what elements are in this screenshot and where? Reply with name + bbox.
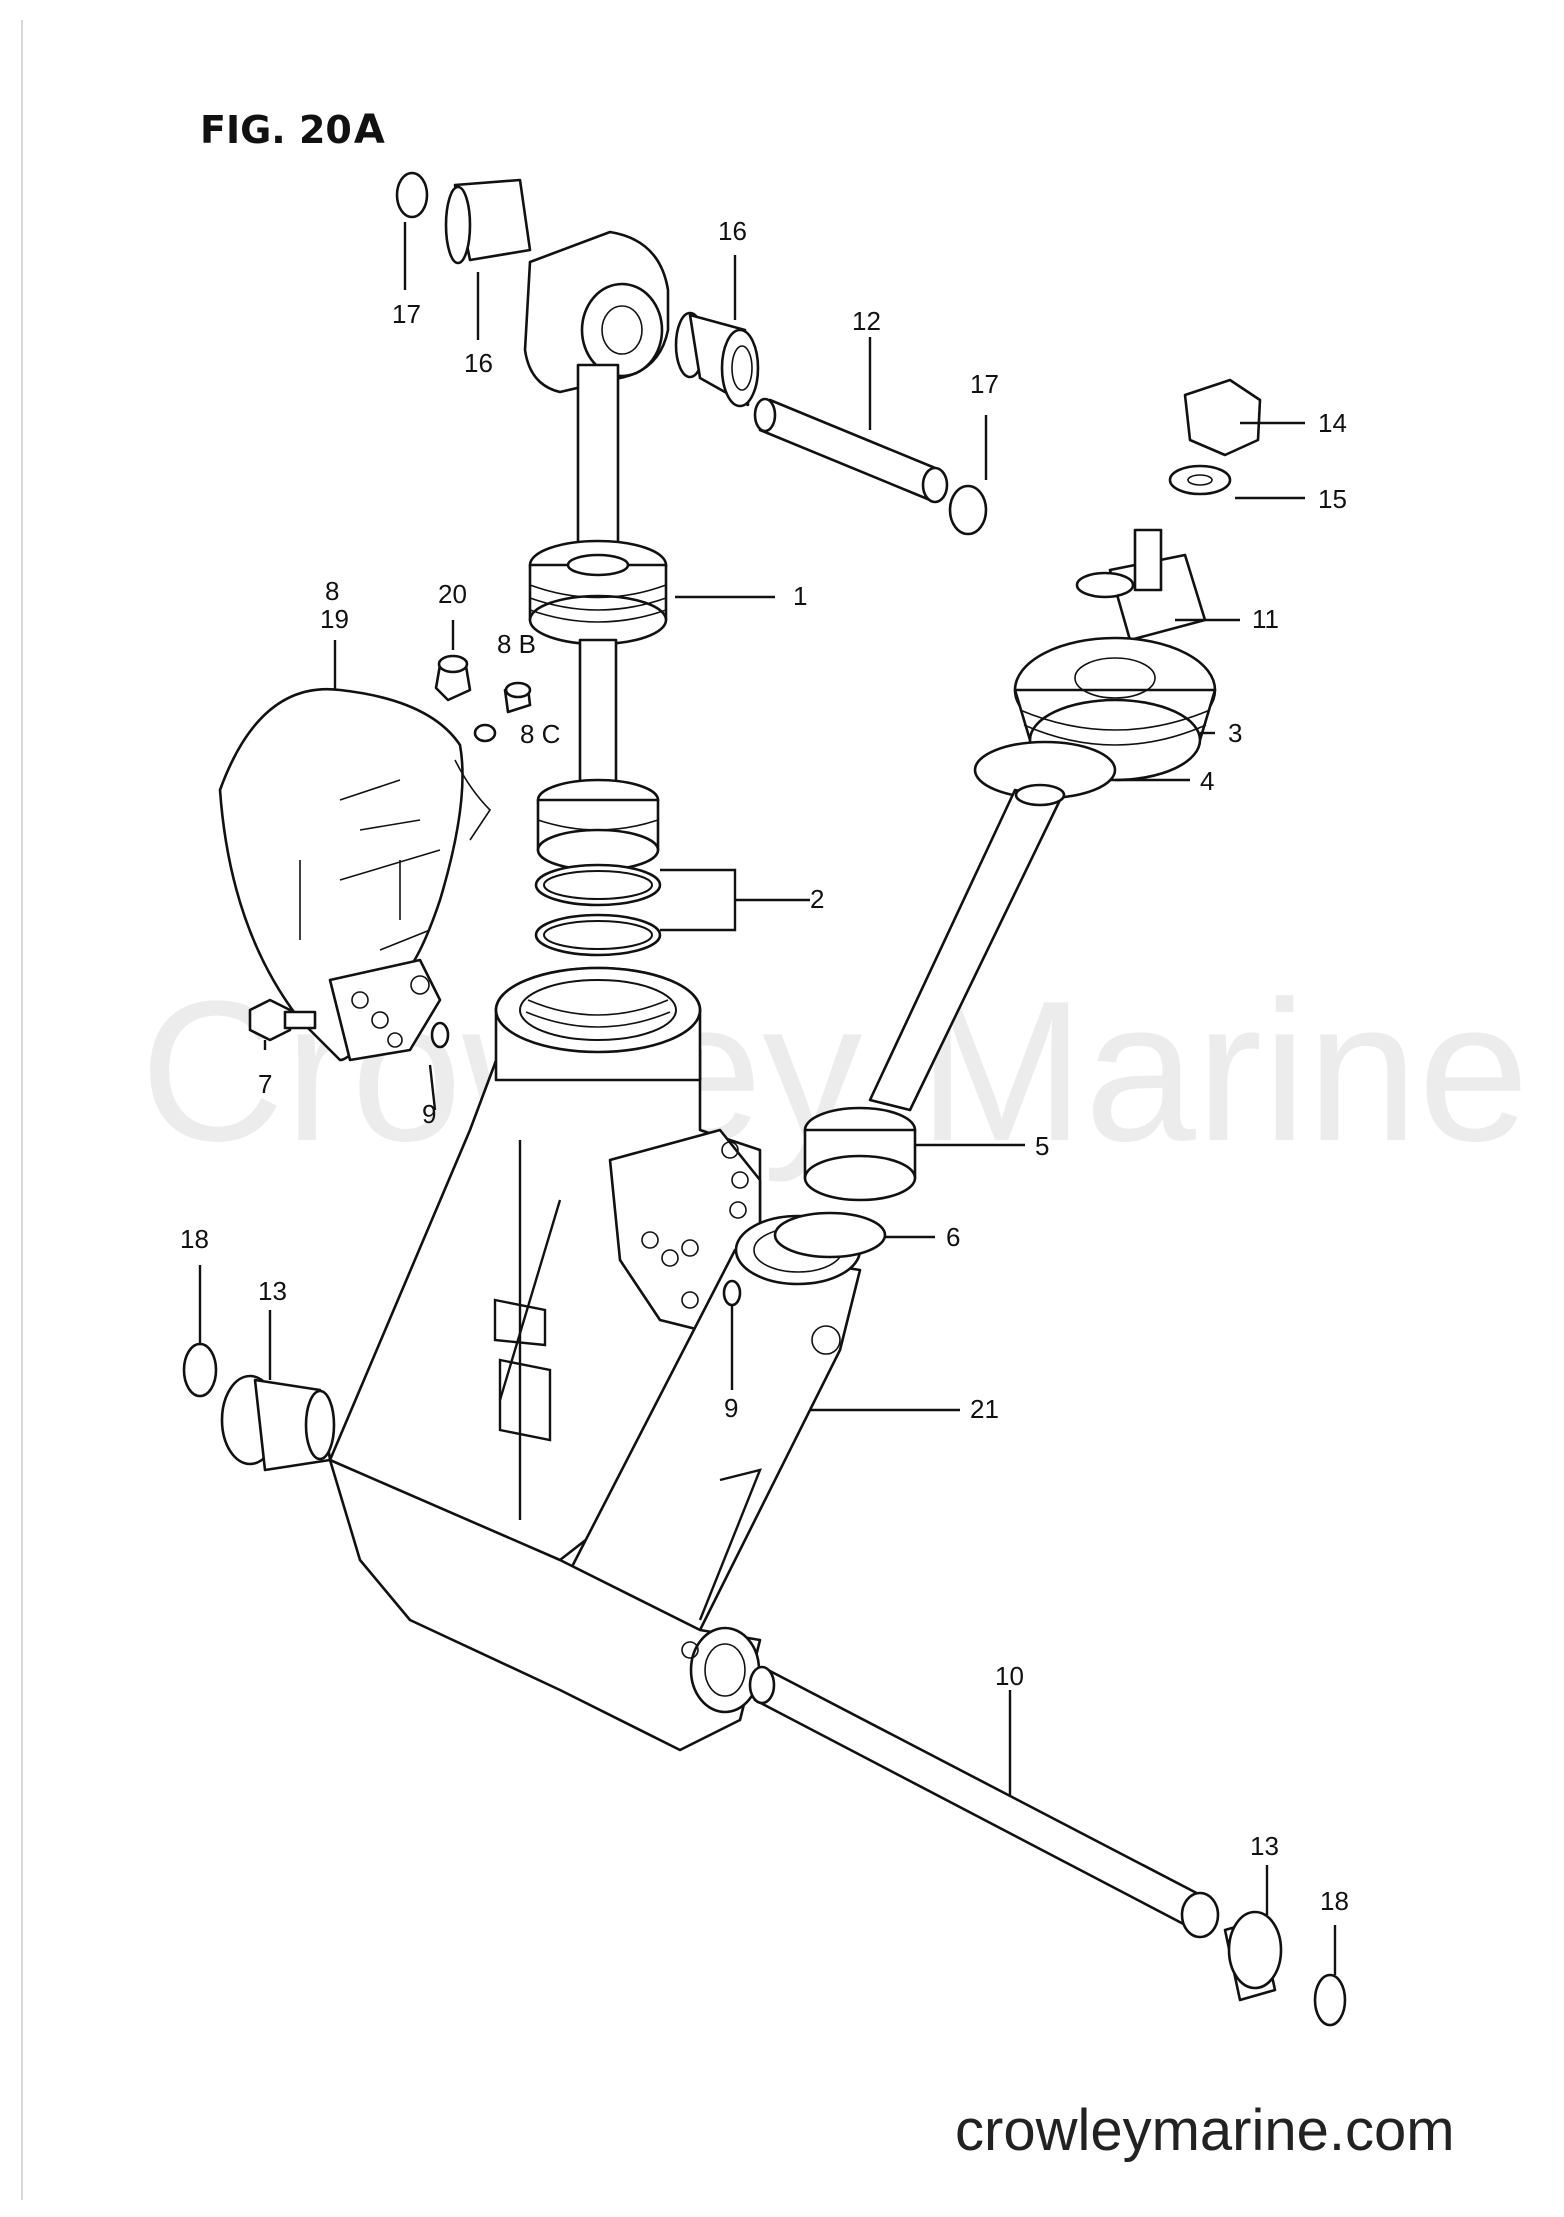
callout-8: 8	[325, 576, 339, 606]
right-bushing	[1223, 1910, 1347, 2027]
callout-12: 12	[852, 306, 881, 336]
callout-17-right: 17	[970, 369, 999, 399]
trim-rod-assembly	[523, 230, 670, 872]
callout-8c: 8 C	[520, 719, 560, 749]
callout-7: 7	[258, 1069, 272, 1099]
leader-lines	[198, 222, 1337, 1975]
anode-cover	[218, 687, 492, 1062]
callout-17-left: 17	[392, 299, 421, 329]
callout-18-left: 18	[180, 1224, 209, 1254]
callout-5: 5	[1035, 1131, 1049, 1161]
callout-15: 15	[1318, 484, 1347, 514]
callout-8b: 8 B	[497, 629, 536, 659]
callout-10: 10	[995, 1661, 1024, 1691]
tilt-rod-5	[803, 783, 1066, 1202]
callout-1: 1	[793, 581, 807, 611]
callout-labels: 1 2 3 4 5 6 7 8 8 B 8 C 9 9 10 11 12 13 …	[180, 216, 1349, 1916]
o-ring-6	[773, 1211, 887, 1259]
callout-16-left: 16	[464, 348, 493, 378]
callout-9-right: 9	[724, 1393, 738, 1423]
tilt-tube-10	[748, 1665, 1220, 1939]
callout-14: 14	[1318, 408, 1347, 438]
swivel-bracket-body	[328, 966, 862, 1752]
callout-9-left: 9	[422, 1099, 436, 1129]
callout-21: 21	[970, 1394, 999, 1424]
reservoir-cap	[1075, 528, 1207, 642]
callout-13-right: 13	[1250, 1831, 1279, 1861]
pin-12	[753, 397, 949, 504]
callout-6: 6	[946, 1222, 960, 1252]
callout-16-right: 16	[718, 216, 747, 246]
left-bushing	[182, 1342, 336, 1472]
bolt-7	[248, 998, 317, 1042]
o-ring-set	[534, 863, 662, 957]
callout-2: 2	[810, 884, 824, 914]
upper-bushings	[395, 171, 760, 408]
callout-18-right: 18	[1320, 1886, 1349, 1916]
callout-3: 3	[1228, 718, 1242, 748]
circlip-17-right	[948, 484, 988, 536]
website-url: crowleymarine.com	[955, 2098, 1455, 2163]
callout-13-left: 13	[258, 1276, 287, 1306]
small-hardware	[430, 654, 742, 1307]
callout-4: 4	[1200, 766, 1214, 796]
figure-title: FIG. 20A	[200, 107, 385, 153]
callout-20: 20	[438, 579, 467, 609]
callout-11: 11	[1252, 604, 1279, 634]
callout-19: 19	[320, 604, 349, 634]
nut-and-washer	[1168, 378, 1262, 496]
